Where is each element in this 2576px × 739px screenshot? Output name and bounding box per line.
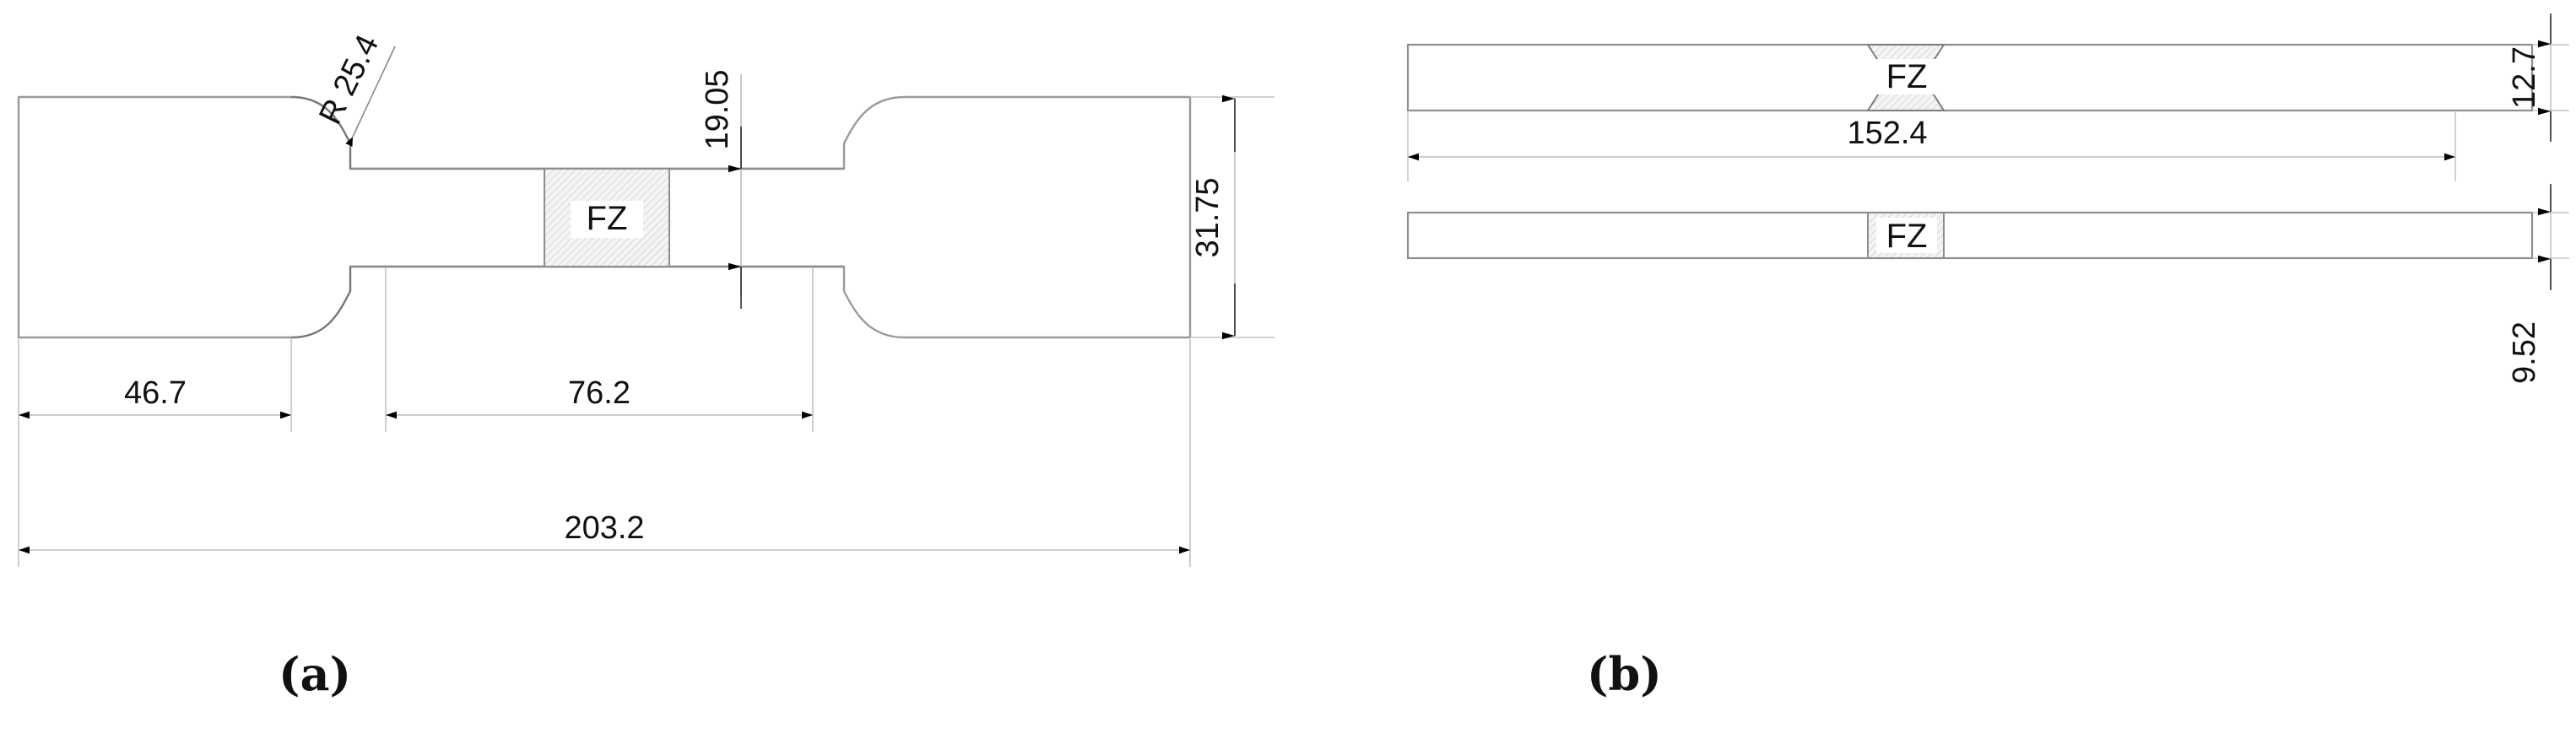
fz-label-upper-b: FZ (1886, 58, 1928, 95)
radius-label-group-a: R 25.4 (312, 30, 386, 130)
fillet-arc-bottom-left (290, 267, 352, 339)
dim-152-4-label: 152.4 (1847, 116, 1927, 151)
dim-46-7-label: 46.7 (124, 375, 187, 411)
dim-203-2-label: 203.2 (564, 510, 644, 546)
fz-label-backing-a (571, 201, 643, 238)
dim-76-2-label: 76.2 (568, 375, 630, 411)
panel-a: FZ R 25.4 19.05 31.75 (17, 30, 1274, 567)
radius-leader-line-a (345, 46, 396, 147)
dim-31-75-label: 31.75 (1190, 177, 1226, 257)
dim-19-05-label: 19.05 (700, 69, 735, 149)
panel-b: FZ 12.7 152.4 FZ 9.52 (1406, 13, 2569, 384)
dim-9-52-label: 9.52 (2507, 321, 2542, 384)
fz-label-backing-lower-b (1876, 218, 1937, 253)
fz-label-lower-b: FZ (1886, 218, 1928, 255)
radius-label-a: R 25.4 (312, 30, 386, 130)
lower-sheet-b (1406, 211, 2534, 260)
fz-label-backing-upper-b (1876, 59, 1937, 94)
panel-a-caption: (a) (279, 647, 352, 701)
fz-label-a: FZ (587, 200, 628, 237)
panel-b-caption: (b) (1587, 647, 1662, 701)
dim-12-7-label: 12.7 (2507, 46, 2542, 109)
upper-sheet-b (1406, 43, 2534, 112)
